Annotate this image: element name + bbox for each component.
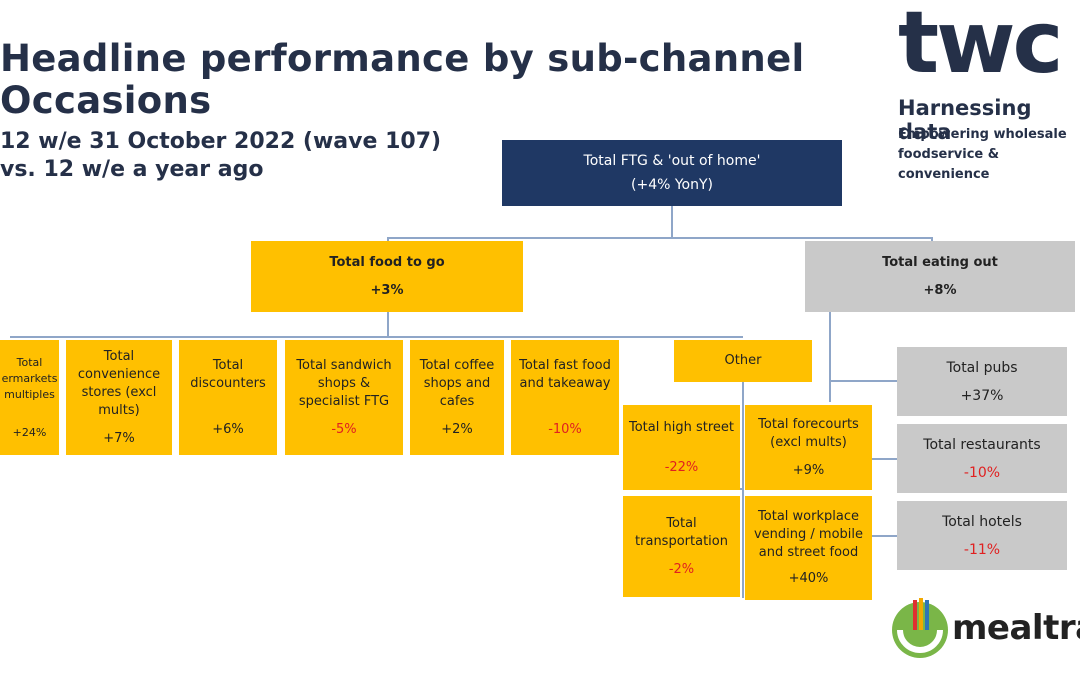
twc-logo: twc: [898, 0, 1064, 93]
node-eating-pubs: Total pubs +37%: [897, 347, 1067, 416]
connector-ftg-down: [387, 312, 389, 338]
page-title: Headline performance by sub-channel Occa…: [0, 37, 805, 122]
node-other-forecourts: Total forecourts (excl mults) +9%: [745, 405, 872, 490]
node-other-transportation: Total transportation -2%: [623, 496, 740, 597]
mealtrak-logo-icon: [892, 598, 948, 658]
node-ftg-coffee-shops: Total coffee shops and cafes +2%: [410, 340, 504, 455]
page-subtitle: 12 w/e 31 October 2022 (wave 107) vs. 12…: [0, 129, 442, 182]
node-total-ftg-out-of-home: Total FTG & 'out of home' (+4% YonY): [502, 140, 842, 206]
node-ftg-convenience: Total convenience stores (excl mults) +7…: [66, 340, 172, 455]
connector-eating-pubs: [829, 380, 897, 382]
connector-eating-down: [829, 312, 831, 402]
connector-root-down: [671, 206, 673, 238]
connector-eating-up: [931, 237, 933, 241]
node-ftg-sandwich-shops: Total sandwich shops & specialist FTG -5…: [285, 340, 403, 455]
mealtrak-logo-text: mealtra: [952, 608, 1080, 648]
node-ftg-fast-food: Total fast food and takeaway -10%: [511, 340, 619, 455]
node-other-high-street: Total high street -22%: [623, 405, 740, 490]
connector-ftg-up: [387, 237, 389, 241]
connector-other-down: [742, 382, 744, 598]
node-eating-hotels: Total hotels -11%: [897, 501, 1067, 570]
connector-ftg-children-horizontal: [10, 336, 743, 338]
connector-eating-restaurants: [872, 458, 897, 460]
connector-eating-hotels: [872, 535, 897, 537]
node-ftg-discounters: Total discounters +6%: [179, 340, 277, 455]
node-total-food-to-go: Total food to go +3%: [251, 241, 523, 312]
node-ftg-supermarkets: Total ermarkets multiples +24%: [0, 340, 59, 455]
node-other-workplace-vending: Total workplace vending / mobile and str…: [745, 496, 872, 600]
connector-level1-horizontal: [387, 237, 932, 239]
node-other: Other: [674, 340, 812, 382]
twc-tagline: Harnessing data: [898, 96, 1032, 144]
node-eating-restaurants: Total restaurants -10%: [897, 424, 1067, 493]
twc-subtagline: Empowering wholesale foodservice & conve…: [898, 127, 1067, 182]
node-total-eating-out: Total eating out +8%: [805, 241, 1075, 312]
